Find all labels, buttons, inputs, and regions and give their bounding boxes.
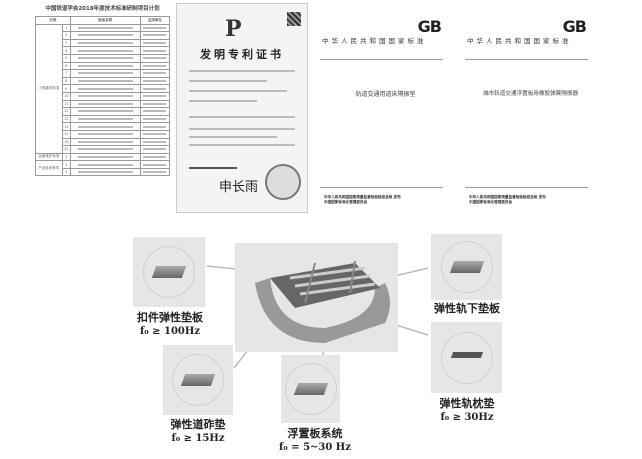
gb-logo: GB	[562, 17, 587, 36]
gb-standard-doc-1: GB 中华人民共和国国家标准 轨道交通用道床隔振垫 中华人民共和国国家质量监督检…	[318, 5, 453, 205]
certificate-title: 发明专利证书	[200, 48, 284, 61]
patent-logo-icon: P	[225, 16, 242, 42]
track-structure-cutaway	[235, 243, 398, 352]
table-row: 10	[36, 91, 171, 101]
ballast-mat-image	[163, 345, 233, 415]
rail-pad-label: 弹性轨下垫板	[434, 302, 500, 315]
fastener-pad-image	[133, 237, 205, 307]
signature: 申长雨	[219, 180, 259, 195]
gb-standard-doc-2: GB 中华人民共和国国家标准 城市轨道交通浮置板用橡胶弹簧隔振器 中华人民共和国…	[463, 5, 598, 205]
track-bed-illustration	[255, 260, 390, 343]
standard-name: 轨道交通用道床隔振垫	[355, 91, 416, 98]
patent-certificate: P 发明专利证书 申长雨	[176, 3, 308, 213]
document-title: 中国铁道学会2018年度技术标准研制项目计划	[45, 6, 160, 12]
standard-header: 中华人民共和国国家标准	[322, 37, 427, 45]
gb-logo: GB	[417, 17, 442, 36]
sleeper-pad-image	[431, 322, 502, 393]
official-seal-icon	[265, 164, 301, 200]
qr-code-icon	[287, 12, 301, 26]
publisher: 中华人民共和国国家质量监督检验检疫总局 发布中国国家标准化管理委员会	[469, 195, 546, 204]
standard-header: 中华人民共和国国家标准	[467, 37, 572, 45]
publisher: 中华人民共和国国家质量监督检验检疫总局 发布中国国家标准化管理委员会	[324, 195, 401, 204]
table-row: 2	[36, 167, 171, 177]
rail-pad-image	[431, 234, 502, 300]
floating-slab-image	[281, 355, 340, 423]
standard-name: 城市轨道交通浮置板用橡胶弹簧隔振器	[482, 91, 579, 97]
